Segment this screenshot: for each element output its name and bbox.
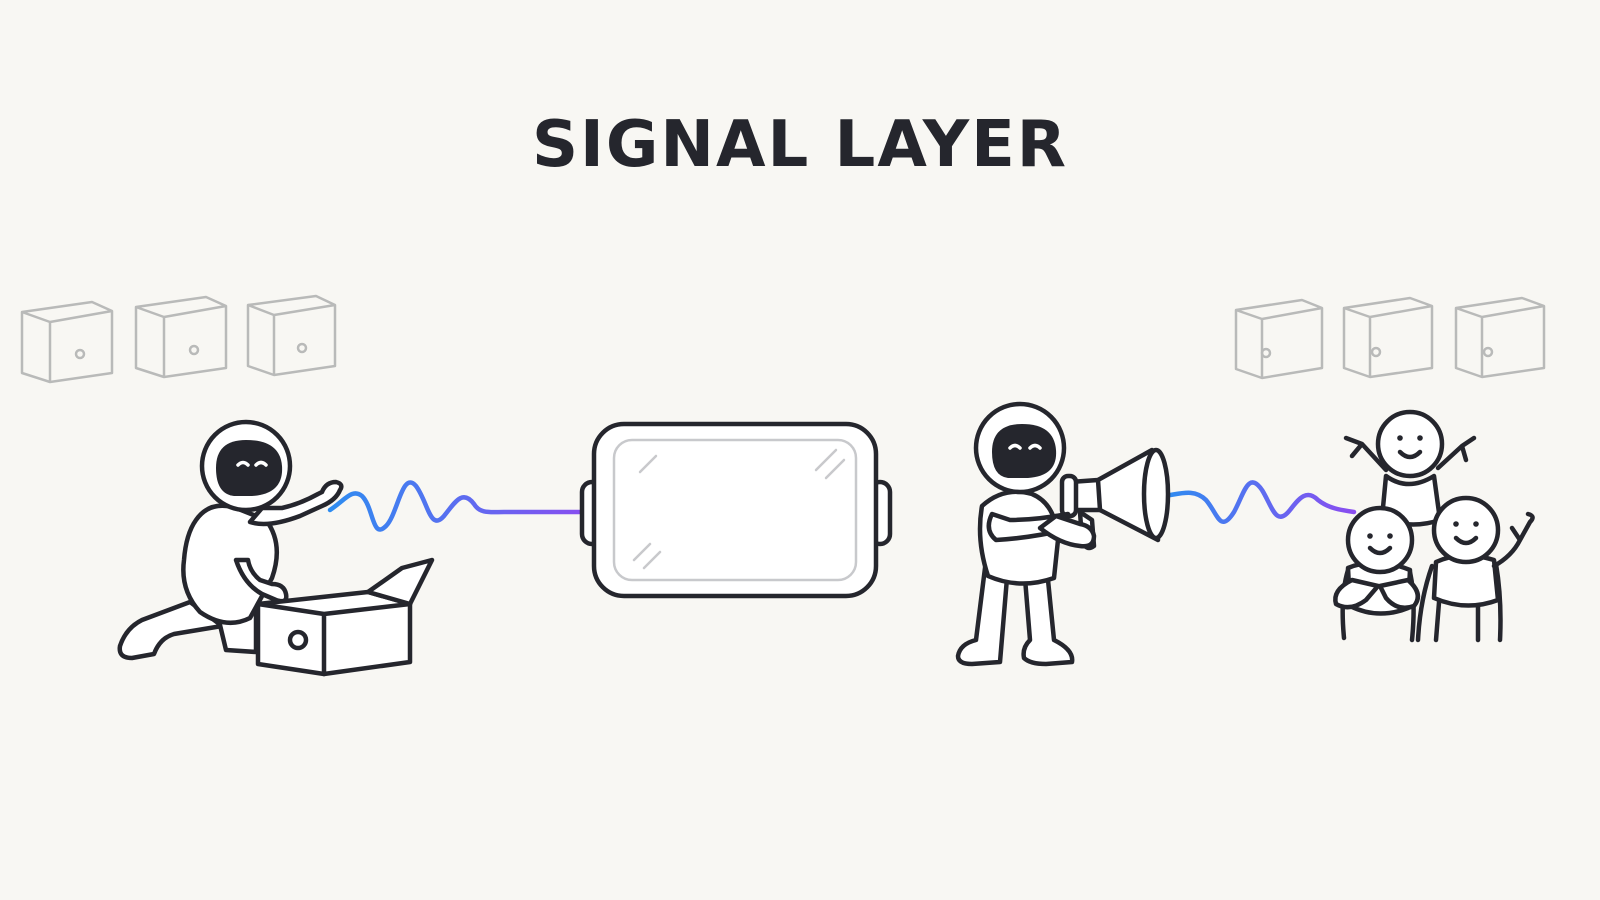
signal-capsule-icon	[579, 421, 893, 599]
package-box-icon	[246, 294, 337, 377]
cheering-person-left	[1333, 505, 1421, 643]
right-box-row	[1234, 296, 1546, 380]
package-box-icon	[134, 295, 228, 379]
left-box-row	[20, 294, 337, 384]
package-box-icon	[1234, 298, 1324, 380]
package-box-icon	[20, 300, 114, 384]
signal-wave-sender	[327, 480, 593, 532]
diagram-title: SIGNAL LAYER	[531, 108, 1069, 182]
package-box-icon	[1454, 296, 1546, 379]
signal-wave-broadcast	[1161, 480, 1357, 525]
astronaut-megaphone-icon	[955, 401, 1171, 667]
astronaut-unboxing-icon	[117, 419, 435, 677]
cheering-person-right	[1415, 495, 1535, 643]
package-box-icon	[1342, 296, 1434, 379]
cheering-people-icon	[1333, 409, 1535, 643]
